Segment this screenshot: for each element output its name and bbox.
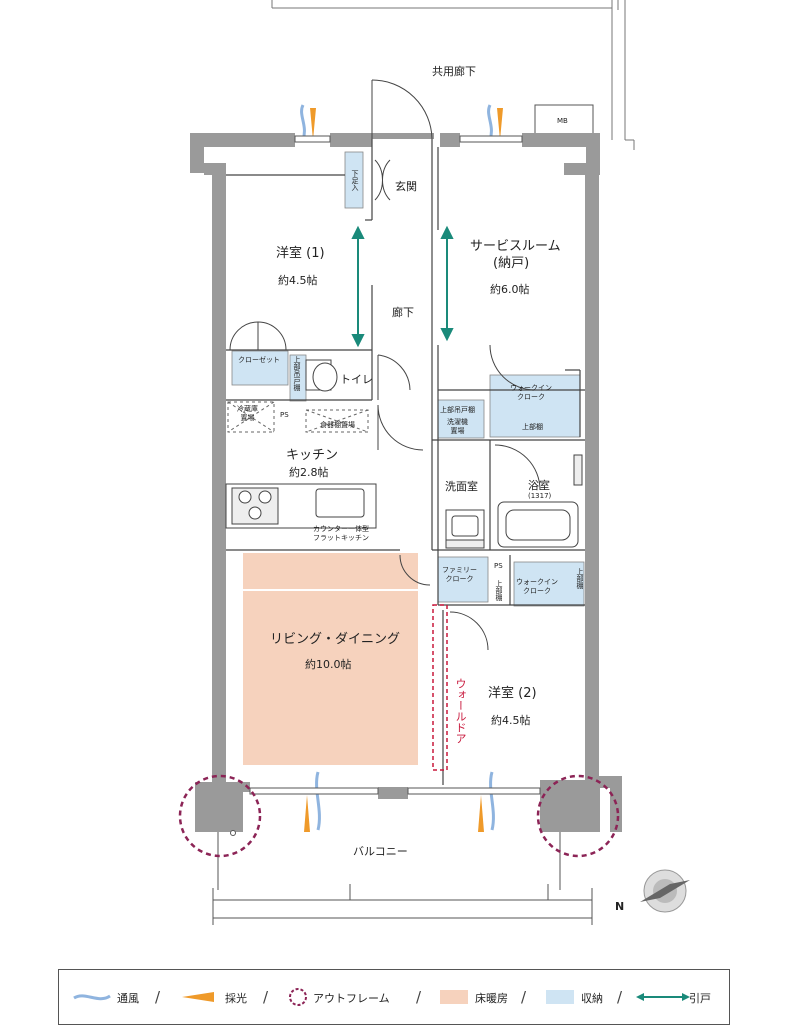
legend-separator: /	[617, 988, 623, 1006]
fridge-label: 冷蔵庫 置場	[237, 405, 258, 422]
common-corridor-label: 共用廊下	[432, 65, 476, 78]
walkin2-label: ウォークイン クローク	[516, 578, 558, 595]
dish-label: 食器棚置場	[320, 421, 355, 429]
windows	[249, 135, 541, 795]
laundry-upper-label: 上部吊戸棚	[440, 406, 475, 414]
laundry-label: 洗濯機 置場	[447, 418, 468, 435]
legend-sliding: 引戸	[689, 992, 711, 1005]
family-closet-label: ファミリー クローク	[442, 566, 477, 583]
legend-separator: /	[416, 988, 422, 1006]
dashed-areas	[227, 401, 369, 433]
service-size: 約6.0帖	[490, 283, 530, 296]
upper-shelf1-label: 上部棚	[522, 423, 543, 431]
hallway-label: 廊下	[392, 306, 414, 319]
counter-label: カウンター一体型 フラットキッチン	[313, 525, 369, 542]
service-name: サービスルーム	[470, 239, 561, 254]
legend: 通風 / 採光 / アウトフレーム / 床暖房 / 収納 / 引戸	[58, 969, 730, 1025]
upper-shelf2-label: 上部棚	[495, 580, 503, 601]
legend-icons	[73, 988, 690, 1006]
western1-size: 約4.5帖	[278, 274, 318, 287]
kitchen-counter	[225, 483, 377, 529]
walkin1-label: ウォークイン クローク	[510, 384, 552, 401]
closet-label: クローゼット	[238, 356, 280, 364]
western2-name: 洋室 (2)	[488, 686, 537, 701]
legend-separator: /	[155, 988, 161, 1006]
fixtures	[305, 359, 583, 549]
interior-walls	[226, 139, 585, 785]
toilet-upper-label: 上部吊戸棚	[293, 356, 301, 391]
storage-areas	[231, 151, 585, 607]
shoe-storage-label: 下足入	[351, 170, 359, 191]
doors	[229, 79, 541, 651]
legend-separator: /	[521, 988, 527, 1006]
entrance-label: 玄関	[395, 180, 417, 193]
living-name: リビング・ダイニング	[270, 632, 401, 647]
legend-floor-heating: 床暖房	[475, 992, 508, 1005]
ps1-label: PS	[280, 411, 289, 419]
sliding-arrows	[351, 225, 454, 348]
washroom-label: 洗面室	[445, 480, 478, 493]
service-sub: (納戸)	[493, 256, 530, 271]
western1-name: 洋室 (1)	[276, 246, 325, 261]
walls	[190, 133, 622, 832]
legend-wind: 通風	[117, 992, 139, 1005]
bath-label: 浴室	[528, 479, 550, 492]
legend-storage: 収納	[581, 992, 603, 1005]
legend-light: 採光	[225, 992, 247, 1005]
floor-heating-area	[243, 553, 418, 765]
western2-size: 約4.5帖	[491, 714, 531, 727]
toilet-label: トイレ	[340, 373, 373, 386]
mb-box	[534, 104, 594, 136]
wall-door-label: ウォールドア	[454, 678, 467, 744]
kitchen-name: キッチン	[286, 448, 339, 463]
balcony-lines	[212, 830, 593, 925]
mb-label: MB	[557, 117, 568, 125]
wall-door	[432, 604, 448, 771]
legend-outframe: アウトフレーム	[313, 992, 390, 1005]
outframe-circles	[178, 774, 620, 858]
upper-shelf3-label: 上部棚	[576, 568, 584, 589]
ps2-label: PS	[494, 562, 503, 570]
living-size: 約10.0帖	[305, 658, 352, 671]
balcony-label: バルコニー	[353, 845, 408, 858]
corridor-lines	[271, 0, 635, 150]
compass-n-label: N	[615, 900, 625, 913]
legend-separator: /	[263, 988, 269, 1006]
kitchen-size: 約2.8帖	[289, 466, 329, 479]
bath-size-label: (1317)	[528, 492, 552, 500]
compass-icon	[640, 869, 690, 913]
